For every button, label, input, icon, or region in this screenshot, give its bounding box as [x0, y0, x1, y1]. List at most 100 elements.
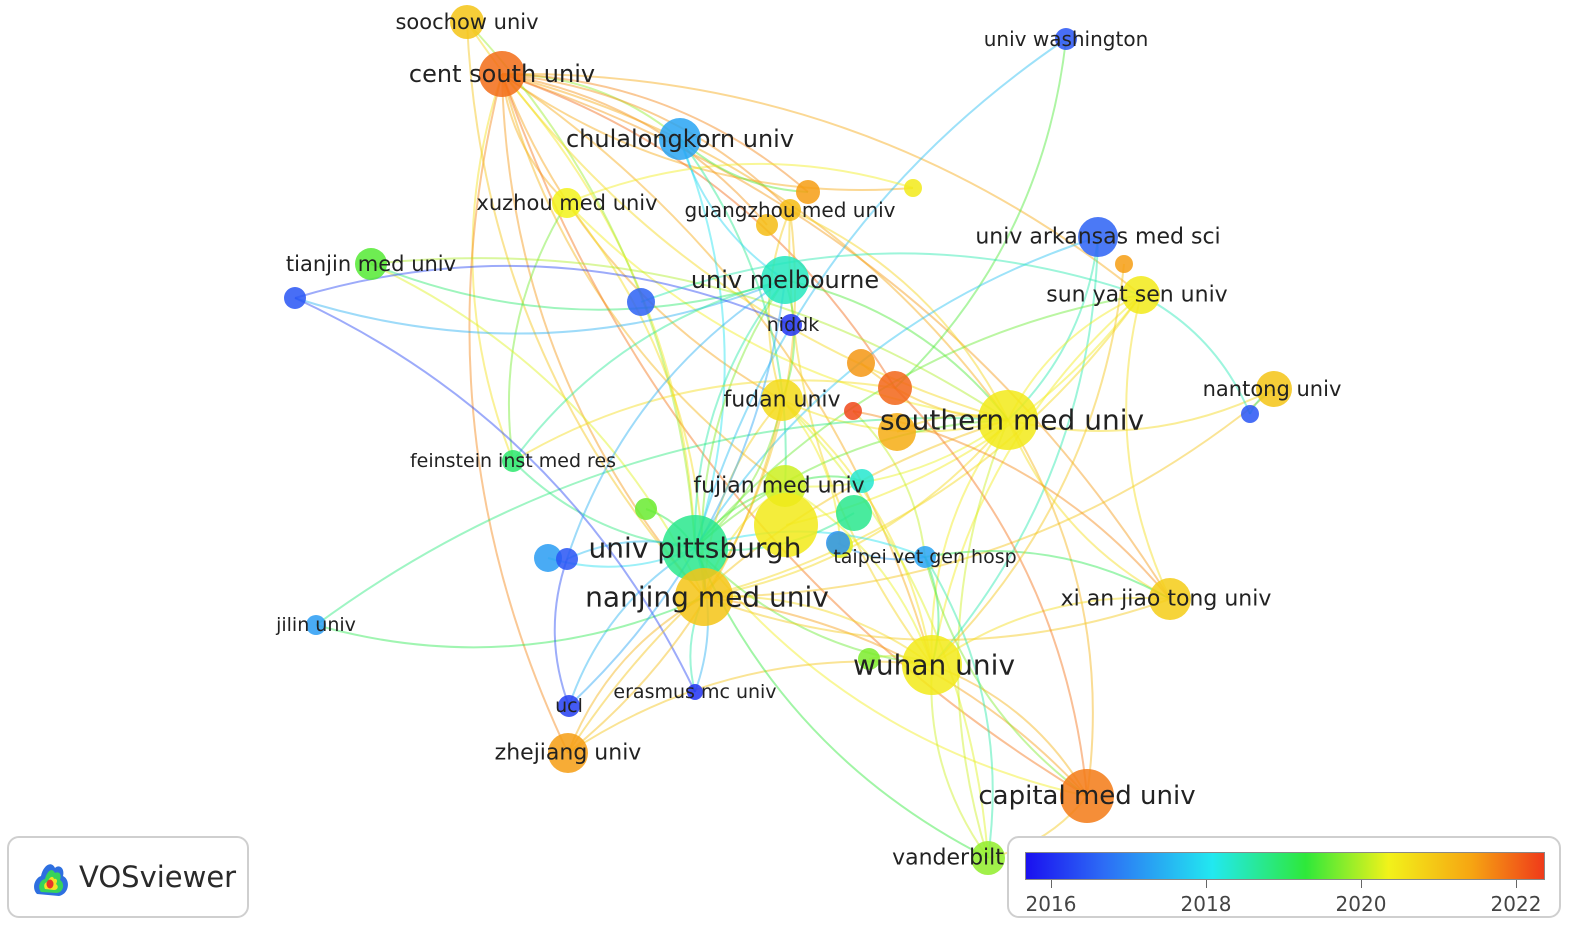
- node-fudan[interactable]: [761, 379, 803, 421]
- node-label-jilin[interactable]: jilin univ: [275, 614, 356, 636]
- node-univ-melbourne[interactable]: [761, 256, 809, 304]
- edge-xi_an_jiao_tong-sun_yat_sen: [1125, 294, 1171, 600]
- node-xi-an-jiao-tong[interactable]: [1149, 578, 1191, 620]
- edge-sun_yat_sen-wuhan: [931, 294, 1142, 666]
- node-wuhan[interactable]: [902, 635, 962, 695]
- edge-taipei_vet-xi_an_jiao_tong: [924, 550, 1171, 600]
- node-zhejiang[interactable]: [548, 733, 588, 773]
- app-name: VOSviewer: [79, 860, 237, 894]
- edge-southern_med-nanjing_med: [703, 419, 1009, 598]
- node-label-vanderbilt[interactable]: vanderbilt: [892, 846, 1004, 871]
- node-label-capital-med[interactable]: capital med univ: [978, 781, 1195, 811]
- legend-tick: [1051, 880, 1052, 888]
- node-n-g[interactable]: [844, 402, 862, 420]
- edge-guangzhou-southern_med: [789, 209, 1009, 421]
- edge-cent_south-fudan: [501, 73, 783, 401]
- edge-nantong-nanjing_med: [703, 388, 1275, 598]
- node-label-nantong[interactable]: nantong univ: [1203, 377, 1342, 401]
- node-cent-south[interactable]: [479, 51, 525, 97]
- node-niddk[interactable]: [780, 314, 802, 336]
- edge-southern_med-capital_med: [1007, 419, 1094, 797]
- edge-nanjing_med-jilin: [315, 596, 705, 649]
- node-nantong[interactable]: [1256, 371, 1292, 407]
- node-vanderbilt[interactable]: [971, 841, 1005, 875]
- node-n-n[interactable]: [556, 548, 578, 570]
- node-label-zhejiang[interactable]: zhejiang univ: [495, 741, 642, 766]
- node-n-o[interactable]: [1241, 405, 1259, 423]
- node-univ-arkansas[interactable]: [1078, 217, 1118, 257]
- node-capital-med[interactable]: [1060, 769, 1114, 823]
- node-label-sun-yat-sen[interactable]: sun yat sen univ: [1046, 283, 1227, 308]
- edge-southern_med-fujian: [784, 419, 1009, 488]
- node-label-fudan[interactable]: fudan univ: [723, 388, 840, 413]
- node-label-guangzhou[interactable]: guangzhou med univ: [684, 198, 895, 222]
- node-southern-med[interactable]: [978, 390, 1038, 450]
- node-label-southern-med[interactable]: southern med univ: [880, 404, 1144, 437]
- node-n-r[interactable]: [1115, 255, 1133, 273]
- node-label-univ-arkansas[interactable]: univ arkansas med sci: [975, 225, 1220, 250]
- node-label-niddk[interactable]: niddk: [767, 314, 819, 336]
- node-guangzhou[interactable]: [779, 199, 801, 221]
- node-feinstein[interactable]: [502, 450, 524, 472]
- node-n-s[interactable]: [756, 214, 778, 236]
- edge-vanderbilt-fudan: [781, 399, 989, 859]
- node-n-q[interactable]: [858, 648, 880, 670]
- node-nanjing-med[interactable]: [675, 568, 733, 626]
- node-n-e[interactable]: [847, 349, 875, 377]
- node-erasmus[interactable]: [687, 684, 703, 700]
- node-tianjin[interactable]: [355, 248, 387, 280]
- node-label-univ-melbourne[interactable]: univ melbourne: [691, 266, 879, 294]
- node-label-xi-an-jiao-tong[interactable]: xi an jiao tong univ: [1061, 587, 1272, 612]
- node-label-fujian[interactable]: fujian med univ: [693, 474, 864, 499]
- node-taipei-vet[interactable]: [914, 546, 936, 568]
- edge-fudan-wuhan: [781, 399, 933, 666]
- edge-nanjing_med-wuhan: [703, 595, 933, 666]
- node-n-c[interactable]: [796, 180, 820, 204]
- node-ucl[interactable]: [558, 695, 580, 717]
- node-univ-pittsburgh[interactable]: [662, 515, 728, 581]
- node-chulalongkorn[interactable]: [659, 118, 701, 160]
- node-n-i[interactable]: [534, 544, 562, 572]
- node-label-erasmus[interactable]: erasmus mc univ: [613, 681, 776, 703]
- node-n-f[interactable]: [878, 371, 912, 405]
- node-label-cent-south[interactable]: cent south univ: [409, 60, 595, 88]
- node-label-feinstein[interactable]: feinstein inst med res: [410, 450, 616, 472]
- edge-univ_pittsburgh-wuhan: [694, 547, 933, 666]
- node-jilin[interactable]: [306, 615, 326, 635]
- node-label-nanjing-med[interactable]: nanjing med univ: [585, 581, 829, 614]
- edge-soochow-nanjing_med: [466, 21, 705, 598]
- node-label-wuhan[interactable]: wuhan univ: [853, 649, 1015, 682]
- node-label-univ-pittsburgh[interactable]: univ pittsburgh: [589, 532, 802, 565]
- edge-cent_south-n_c: [501, 73, 809, 193]
- node-n-h[interactable]: [878, 413, 916, 451]
- node-n-t[interactable]: [826, 531, 850, 555]
- node-n-m[interactable]: [635, 498, 657, 520]
- node-n-a[interactable]: [284, 287, 306, 309]
- node-label-ucl[interactable]: ucl: [555, 695, 583, 717]
- node-label-chulalongkorn[interactable]: chulalongkorn univ: [566, 125, 794, 153]
- legend-tick-label: 2020: [1335, 892, 1387, 916]
- legend-tick: [1516, 880, 1517, 888]
- node-n-k[interactable]: [836, 495, 872, 531]
- node-label-soochow[interactable]: soochow univ: [395, 10, 538, 34]
- node-n-j[interactable]: [850, 469, 874, 493]
- edge-taipei_vet-capital_med: [924, 556, 1088, 797]
- node-n-b[interactable]: [627, 288, 655, 316]
- edge-n_n-univ_melbourne: [566, 279, 786, 560]
- node-univ-washington[interactable]: [1055, 28, 1077, 50]
- edge-tianjin-southern_med: [370, 257, 1009, 421]
- node-n-l[interactable]: [754, 493, 818, 557]
- node-soochow[interactable]: [450, 5, 484, 39]
- edge-xuzhou-n_d: [566, 162, 914, 204]
- edge-cent_south-xi_an_jiao_tong: [501, 73, 1171, 600]
- edge-n_a-niddk: [294, 264, 792, 326]
- node-label-tianjin[interactable]: tianjin med univ: [286, 252, 456, 276]
- node-sun-yat-sen[interactable]: [1122, 276, 1160, 314]
- node-label-univ-washington[interactable]: univ washington: [984, 27, 1149, 51]
- node-label-xuzhou[interactable]: xuzhou med univ: [476, 191, 657, 215]
- node-xuzhou[interactable]: [552, 188, 582, 218]
- node-n-d[interactable]: [904, 179, 922, 197]
- node-label-taipei-vet[interactable]: taipei vet gen hosp: [833, 546, 1016, 568]
